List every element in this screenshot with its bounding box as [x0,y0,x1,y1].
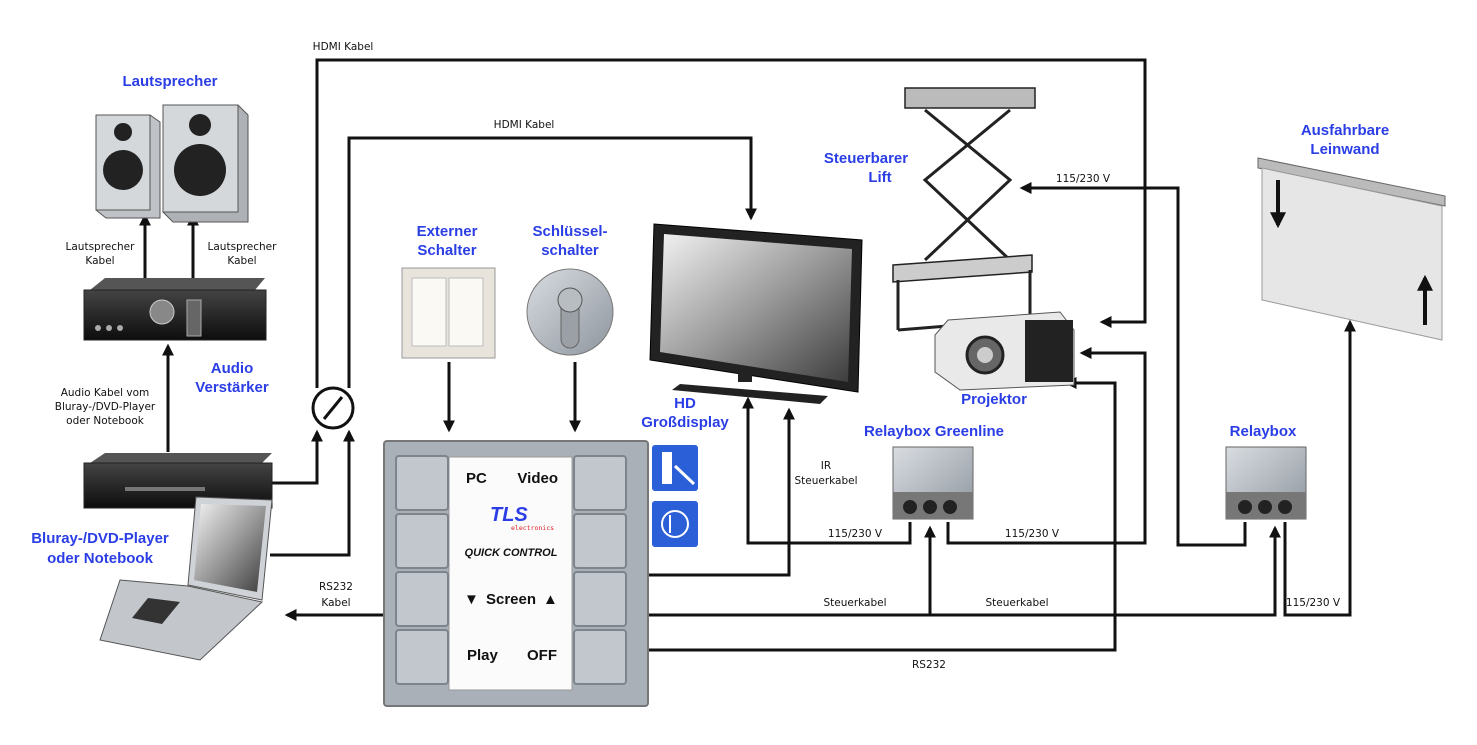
label-player-1: Bluray-/DVD-Player [31,530,169,547]
panel-button [395,455,449,511]
panel-button [573,571,627,627]
down-triangle-icon: ▼ [464,591,479,608]
label-power-screen: 115/230 V [1286,597,1341,609]
power-lift-cable [1019,182,1247,547]
label-key-switch-2: schalter [541,242,599,259]
label-spk-right-1: Lautsprecher [208,241,278,253]
control-cable [648,525,1281,617]
label-projector: Projektor [961,391,1027,408]
external-switch-icon [401,267,496,359]
cable-labels: HDMI Kabel HDMI Kabel Lautsprecher Kabel… [55,41,1341,671]
panel-button [395,571,449,627]
ir-cable [648,407,795,577]
label-spk-left-1: Lautsprecher [66,241,136,253]
label-rs232-laptop-1: RS232 [319,581,353,593]
up-triangle-icon: ▲ [543,591,558,608]
label-rs232: RS232 [912,659,946,671]
speakers-icon [95,104,249,223]
panel-button [573,629,627,685]
label-ir-2: Steuerkabel [794,475,857,487]
hdmi-inner-cable [347,136,757,388]
label-lift-1: Steuerbarer [824,150,908,167]
power-display-cable [742,396,912,545]
label-control-1: Steuerkabel [823,597,886,609]
label-audio-3: oder Notebook [66,415,145,427]
label-amp-2: Verstärker [195,379,269,396]
relaybox-icon [1225,446,1307,520]
power-projector-cable [946,347,1147,545]
panel-button [395,513,449,569]
panel-label-off: OFF [527,647,557,664]
label-lift-2: Lift [868,169,891,186]
label-display-2: Großdisplay [641,414,729,431]
panel-button [395,629,449,685]
power-screen-cable [1283,319,1356,617]
lift-icon [892,87,1036,332]
label-screen-2: Leinwand [1310,141,1379,158]
panel-label-play: Play [467,647,499,664]
label-player-2: oder Notebook [47,550,153,567]
label-ir-1: IR [821,460,831,472]
rs232-projector-cable [648,377,1117,652]
label-control-2: Steuerkabel [985,597,1048,609]
brand-logo: TLS [490,504,528,526]
laptop-to-switcher [270,429,355,557]
label-power-lift: 115/230 V [1056,173,1111,185]
bluray-player-icon [83,453,273,509]
label-key-switch-1: Schlüssel- [532,223,607,240]
panel-label-video: Video [517,470,558,487]
installation-icon [652,445,698,491]
projection-screen-icon [1257,157,1446,341]
panel-button [573,455,627,511]
laptop-icon [99,496,273,661]
label-hdmi-inner: HDMI Kabel [494,119,555,131]
device-labels: Lautsprecher Audio Verstärker Bluray-/DV… [31,73,1389,567]
hd-display-icon [649,223,863,404]
projector-icon [934,311,1075,391]
label-spk-left-2: Kabel [85,255,114,267]
product-name: QUICK CONTROL [465,547,558,559]
label-spk-right-2: Kabel [227,255,256,267]
label-relay: Relaybox [1230,423,1297,440]
label-display-1: HD [674,395,696,412]
circuit-icon [652,501,698,547]
label-hdmi-outer: HDMI Kabel [313,41,374,53]
hdmi-outer-cable [315,58,1147,388]
key-switch-icon [526,268,614,356]
hdmi-switch-icon [311,386,355,430]
relaybox-greenline-icon [892,446,974,520]
label-ext-switch-1: Externer [417,223,478,240]
label-ext-switch-2: Schalter [417,242,476,259]
quick-control-panel: PC Video TLS electronics QUICK CONTROL ▼… [383,440,649,707]
wires [139,58,1356,652]
label-audio-1: Audio Kabel vom [61,387,150,399]
label-rs232-laptop-2: Kabel [321,597,350,609]
label-screen-1: Ausfahrbare [1301,122,1389,139]
player-to-switcher [270,429,323,485]
label-amp-1: Audio [211,360,254,377]
label-power-projector: 115/230 V [1005,528,1060,540]
label-relay-green: Relaybox Greenline [864,423,1004,440]
label-power-display: 115/230 V [828,528,883,540]
amplifier-icon [83,278,267,341]
panel-label-pc: PC [466,470,487,487]
label-audio-2: Bluray-/DVD-Player [55,401,156,413]
panel-button [573,513,627,569]
panel-label-screen: Screen [486,591,536,608]
brand-sub: electronics [511,524,554,532]
label-speakers: Lautsprecher [122,73,217,90]
